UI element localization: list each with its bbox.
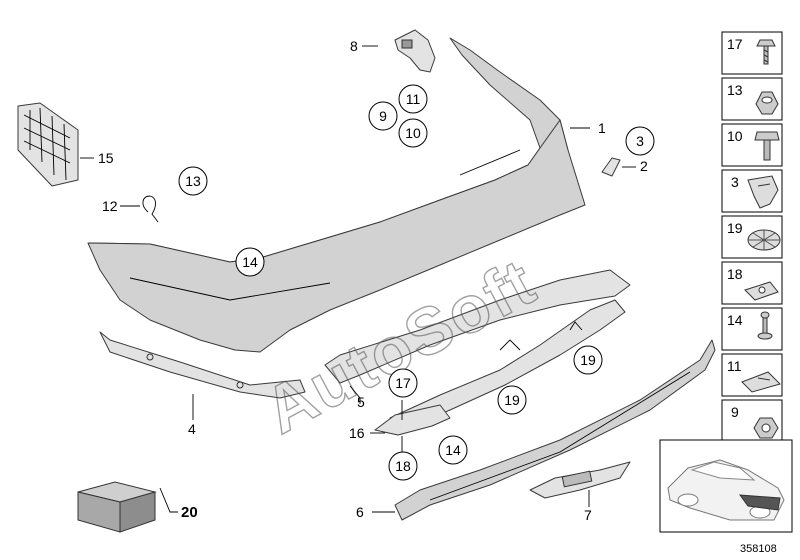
callout-19a: 19 [573,345,603,375]
fastener-label-10: 10 [727,128,743,144]
callout-17-text: 17 [395,375,411,391]
callout-10: 10 [398,118,428,148]
callout-9-text: 9 [379,108,387,124]
fastener-label-14: 14 [727,312,743,328]
cap-part[interactable] [601,157,621,177]
trim-strip-part[interactable] [99,331,306,399]
clip-nut-icon [744,281,779,301]
callout-13: 13 [178,166,208,196]
fastener-cell-14[interactable]: 14 [721,307,783,351]
box-part[interactable] [77,481,157,533]
callout-7: 7 [584,507,592,523]
fastener-cell-11[interactable]: 11 [721,353,783,397]
callout-18-text: 18 [395,458,411,474]
bracket-clip-icon [747,175,779,209]
callout-2: 2 [640,158,648,174]
callout-13-text: 13 [185,173,201,189]
callout-19b-text: 19 [504,392,520,408]
fastener-label-9: 9 [731,404,739,420]
callout-19a-text: 19 [580,352,596,368]
fastener-label-13: 13 [727,82,743,98]
nut-icon [755,91,779,115]
callout-14a-text: 14 [242,254,258,270]
leader-lines [80,45,636,513]
callout-14b: 14 [438,435,468,465]
rivet-icon [757,311,773,340]
callout-8: 8 [350,38,358,54]
fastener-cell-17[interactable]: 17 [721,31,783,75]
fastener-label-3: 3 [731,174,739,190]
carrier-rail-part[interactable] [389,299,626,431]
fastener-column: 17 13 10 3 [721,31,783,443]
callout-16: 16 [349,425,365,441]
fastener-label-18: 18 [727,266,743,282]
clip-part[interactable] [142,195,159,223]
fastener-label-11: 11 [727,358,742,374]
catalog-number: 358108 [740,543,777,555]
mounting-bracket-part[interactable] [394,29,436,73]
callout-14a: 14 [235,247,265,277]
callout-4: 4 [188,421,196,437]
callout-19b: 19 [497,385,527,415]
callout-18: 18 [388,451,418,481]
bumper-cover-part[interactable] [87,37,586,353]
callout-11-text: 11 [406,91,421,107]
grille-part[interactable] [17,102,79,187]
fastener-cell-9[interactable]: 9 [721,399,783,443]
plate-light-part[interactable] [529,461,631,499]
callout-11: 11 [398,84,428,114]
bolt-icon [754,131,780,161]
fastener-cell-18[interactable]: 18 [721,261,783,305]
callout-12: 12 [102,198,118,214]
vehicle-thumbnail [659,439,793,533]
callout-20: 20 [181,504,198,521]
callout-14b-text: 14 [445,442,461,458]
fastener-cell-13[interactable]: 13 [721,77,783,121]
fastener-cell-10[interactable]: 10 [721,123,783,167]
expansion-nut-icon [747,229,781,251]
hex-nut-icon [753,417,779,439]
fastener-cell-3[interactable]: 3 [721,169,783,213]
callout-1: 1 [598,120,606,136]
callout-5: 5 [357,394,365,410]
callout-3: 3 [625,126,655,156]
callout-17: 17 [388,368,418,398]
side-bracket-part[interactable] [374,404,451,436]
car-icon [667,459,785,521]
bracket-part[interactable] [324,269,631,384]
callout-9: 9 [368,101,398,131]
spoiler-part[interactable] [394,339,716,521]
callout-10-text: 10 [405,125,421,141]
fastener-label-17: 17 [727,36,743,52]
fastener-cell-19[interactable]: 19 [721,215,783,259]
fastener-label-19: 19 [727,220,743,236]
callout-6: 6 [356,504,364,520]
screw-icon [756,39,776,65]
spring-nut-icon [741,371,781,393]
callout-15: 15 [98,150,114,166]
callout-3-text: 3 [636,133,644,149]
